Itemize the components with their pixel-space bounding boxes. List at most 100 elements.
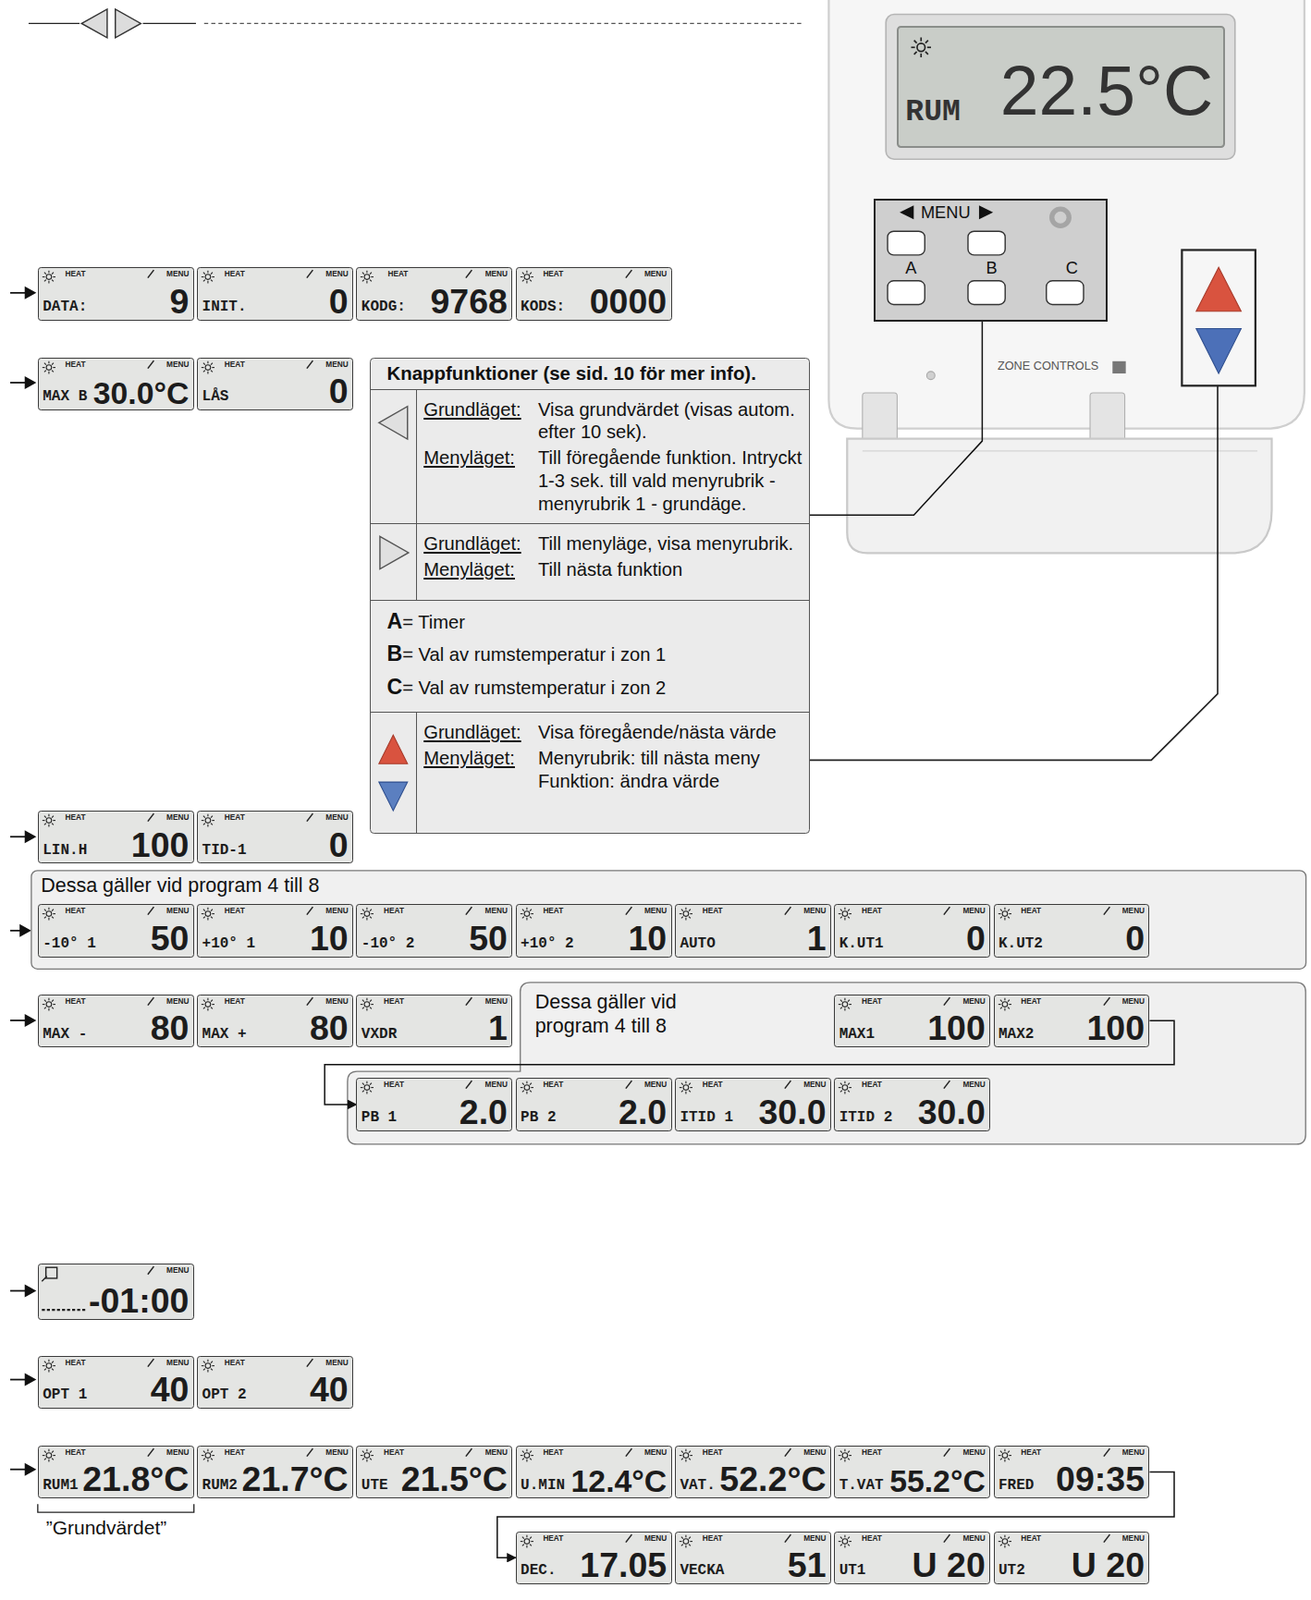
lcd-heat: HEAT [224,361,246,369]
lcd-heat: HEAT [224,270,246,279]
lcd-value: 52.2°C [719,1463,826,1496]
button-letter: A [386,609,403,636]
sun-icon [42,270,56,284]
program-band: Dessa gäller vid program 4 till 8HEATMEN… [30,869,1307,970]
wrench-icon [784,1080,792,1090]
lcd-menu: MENU [803,1449,826,1458]
lcd-status-row: HEATMENU [42,268,189,282]
timer-icon [41,1276,47,1282]
lcd-heat: HEAT [1020,998,1042,1006]
lcd-main-row: MAX B30.0°C [42,371,189,410]
lcd-heat: HEAT [542,907,564,916]
lcd-status-row: HEATMENU [679,905,826,919]
lcd-main-row: MAX +80 [202,1008,349,1047]
lcd-label: RUM2 [202,1478,238,1494]
lcd-main-row: RUM221.7°C [202,1459,349,1498]
lcd-status-row: HEAT MENU [839,995,986,1009]
lcd-main-row: ITID 130.0 [679,1092,826,1131]
button-description: = Timer [402,611,803,634]
table-row: Grundläget:Visa grundvärdet (visas autom… [370,389,809,524]
button-label: A [905,259,917,277]
lcd-main-row: -10° 150 [42,918,189,957]
sun-icon [679,907,693,921]
lcd-main-row: VAT.52.2°C [679,1459,826,1498]
lcd-label: UTE [361,1478,389,1494]
lcd-main-row: +10° 210 [520,918,667,957]
lcd-label: TID-1 [202,843,247,858]
header-triangle [81,9,108,38]
lcd-label: ITID 1 [679,1110,734,1126]
lcd-label: PB 2 [520,1110,556,1126]
sun-icon [360,997,374,1011]
lcd-value: 1 [488,1012,508,1045]
sun-icon [679,1081,693,1095]
lcd-screen: HEATMENUOPT 240 [196,1356,354,1410]
sun-icon [997,997,1011,1011]
lcd-label: MAX + [202,1027,247,1042]
lcd-main-row: K.UT20 [998,918,1145,957]
lcd-heat: HEAT [383,1449,405,1458]
sun-icon [838,1081,852,1095]
lcd-label: LIN.H [42,843,87,858]
lcd-dashes [41,1309,87,1311]
mode-name: Menyläget: [423,558,539,582]
wrench-icon [465,997,473,1006]
sun-icon [997,1448,1011,1462]
arrow-key-frame [1181,249,1255,386]
lcd-status-row: HEATMENU [520,1446,667,1460]
timer-icon [45,1267,57,1279]
lcd-screen: HEATMENUDEC.17.05 [515,1531,673,1585]
lcd-status-row: HEATMENU [679,1446,826,1460]
lcd-menu: MENU [1122,1449,1145,1458]
wrench-icon [625,1448,633,1458]
lcd-heat: HEAT [383,1081,405,1090]
lcd-menu: MENU [325,814,348,822]
lcd-heat: HEAT [1020,1449,1042,1458]
lcd-screen: HEATMENUU.MIN12.4°C [515,1445,673,1499]
lcd-main-row: PB 22.0 [520,1092,667,1131]
button-letter: C [386,674,403,701]
lcd-heat: HEAT [542,1535,564,1544]
lcd-menu: MENU [962,998,985,1006]
lcd-screen: HEATMENU+10° 210 [515,904,673,957]
lcd-heat: HEAT [65,814,86,822]
lcd-menu: MENU [325,998,348,1006]
lcd-status-row: HEAT MENU [998,1446,1145,1460]
lcd-main-row: FRED09:35 [998,1459,1145,1498]
lcd-menu: MENU [166,1449,189,1458]
lcd-status-row: HEATMENU [520,905,667,919]
lcd-value: 21.8°C [82,1463,189,1496]
wrench-icon [1102,997,1110,1006]
lcd-value: U 20 [912,1549,986,1582]
lcd-main-row: -01:00 [42,1278,189,1320]
lcd-value: 0 [966,922,986,956]
lcd-label: MAX - [42,1027,87,1042]
lcd-screen: HEATMENUVAT.52.2°C [674,1445,832,1499]
lcd-label: INIT. [202,299,247,315]
leader-line [808,385,1218,760]
lcd-screen: HEATMENUVXDR1 [355,994,513,1048]
button-letter: B [386,641,403,668]
lcd-status-row: HEATMENU [679,1532,826,1546]
sun-icon [42,360,56,374]
lcd-menu: MENU [803,1535,826,1544]
lcd-main-row: -10° 250 [361,918,508,957]
lcd-main-row: VECKA51 [679,1545,826,1584]
lcd-value: 50 [150,922,190,956]
lcd-main-row: LIN.H100 [42,824,189,863]
lcd-screen: HEATMENUKODG:9768 [355,267,513,320]
bracket [37,1504,195,1513]
lcd-status-row: HEATMENU [361,1446,508,1460]
lcd-screen: HEATMENUT.VAT55.2°C [833,1445,991,1499]
sun-icon [838,907,852,921]
lcd-heat: HEAT [65,1360,86,1368]
lcd-screen: HEATMENURUM121.8°C [37,1445,195,1499]
sun-icon [838,997,852,1011]
lcd-menu: MENU [803,907,826,916]
sun-icon [201,1359,215,1373]
lcd-status-row: HEATMENU [520,1532,667,1546]
wrench-icon [147,907,155,917]
lcd-heat: HEAT [861,998,883,1006]
lcd-menu: MENU [644,1081,667,1090]
flap-edge [862,450,1258,453]
